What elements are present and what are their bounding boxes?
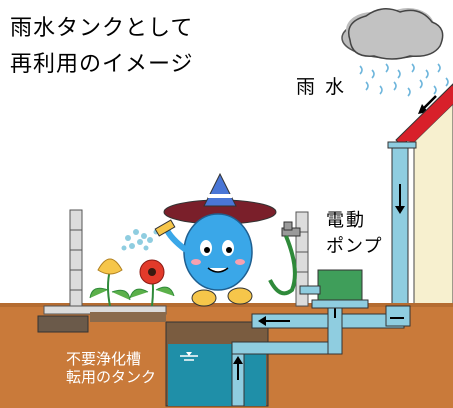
downspout <box>387 141 417 309</box>
tank-label-line2: 転用のタンク <box>66 368 157 386</box>
rain-drops <box>359 63 449 97</box>
diagram-title-line2: 再利用のイメージ <box>10 52 194 77</box>
ground-slab <box>43 305 167 322</box>
water-spray <box>121 229 159 251</box>
cloud-icon <box>341 8 444 60</box>
flowers <box>89 258 175 307</box>
faucet-icon <box>268 221 301 296</box>
pump-label-line2: ポンプ <box>326 236 383 257</box>
house <box>395 83 453 319</box>
rain-label: 雨水 <box>296 76 355 98</box>
electric-pump <box>299 269 369 309</box>
pump-label-line1: 電動 <box>326 210 366 231</box>
tank-label-line1: 不要浄化槽 <box>66 350 142 368</box>
mascot-character <box>154 172 277 307</box>
diagram-title-line1: 雨水タンクとして <box>10 16 194 41</box>
